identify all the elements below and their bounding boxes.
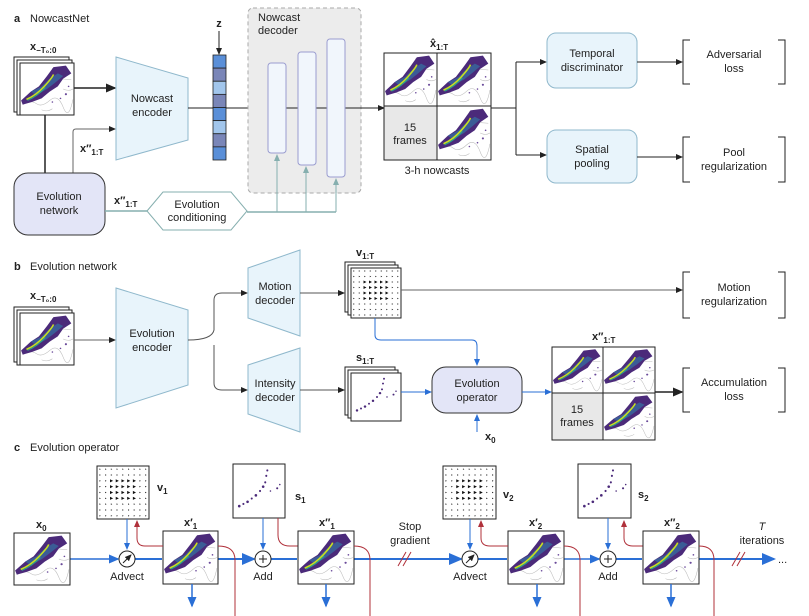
evolution-to-encoder-arrow [72, 126, 116, 173]
panel-a-title: NowcastNet [30, 13, 89, 25]
iterations-break-mark [731, 551, 746, 567]
x0-label-b: x0 [485, 431, 496, 445]
panel-b-letter: b [14, 261, 21, 273]
x1-prime-map [162, 530, 219, 585]
latent-vector-z [212, 54, 227, 161]
z-cell [212, 133, 227, 148]
z-cell [212, 93, 227, 108]
motion-regularization-box [682, 271, 786, 319]
evolution-output-label: x″1:T [80, 143, 104, 157]
evolution-encoder [115, 287, 189, 409]
panel-b-title: Evolution network [30, 261, 117, 273]
temporal-discriminator [546, 32, 638, 89]
x1-double-prime-label: x″1 [319, 517, 335, 531]
nowcast-output-label: x̂1:T [430, 38, 448, 52]
s2-map [577, 463, 632, 519]
evolution-conditioning [146, 191, 248, 231]
z-cell [212, 67, 227, 82]
z-cell [212, 120, 227, 135]
intensity-residual-label: s1:T [356, 352, 374, 366]
motion-decoder [247, 249, 301, 337]
adversarial-loss-box [682, 39, 786, 85]
s1-map [232, 463, 286, 519]
panel-a-letter: a [14, 13, 21, 25]
stop-gradient-mark [397, 551, 412, 567]
z-cell [212, 54, 227, 69]
x2-prime-label: x′2 [529, 517, 543, 531]
spatial-pooling [546, 129, 638, 184]
evolution-operator-box [431, 366, 523, 414]
advect-label-2: Advect [453, 571, 487, 583]
intensity-decoder [247, 347, 301, 433]
ellipsis: ... [778, 554, 787, 566]
input-label: x−T₀:0 [30, 41, 57, 55]
latent-z-label: z [216, 18, 222, 30]
x0-label: x0 [36, 519, 47, 533]
intensity-residual-stack [344, 366, 402, 422]
evolution-network-box [13, 172, 106, 236]
motion-field-label: v1:T [356, 247, 374, 261]
decoder-block-2 [297, 51, 317, 166]
v2-label: v2 [503, 489, 514, 503]
decoder-block-3 [326, 38, 346, 178]
nowcast-encoder [115, 56, 189, 161]
input-radar-stack-b [13, 306, 75, 366]
accumulation-loss-box [682, 367, 786, 413]
x2-double-prime-label: x″2 [664, 517, 680, 531]
v1-label: v1 [157, 482, 168, 496]
panel-c-letter: c [14, 442, 20, 454]
x1-prime-label: x′1 [184, 517, 198, 531]
s1-label: s1 [295, 491, 306, 505]
input-label-b: x−T₀:0 [30, 290, 57, 304]
s2-label: s2 [638, 489, 649, 503]
z-cell [212, 80, 227, 95]
panel-c-title: Evolution operator [30, 442, 120, 454]
add-label-2: Add [598, 571, 618, 583]
evolution-conditioning-input-label: x″1:T [114, 195, 138, 209]
advect-label-1: Advect [110, 571, 144, 583]
z-cell [212, 146, 227, 161]
nowcasts-caption: 3-h nowcasts [405, 165, 470, 177]
input-radar-stack [13, 56, 75, 116]
decoder-block-1 [267, 62, 287, 154]
motion-field-stack [344, 261, 402, 319]
v1-map [96, 465, 150, 520]
pool-regularization-box [682, 136, 786, 183]
x0-map [13, 532, 71, 586]
add-label-1: Add [253, 571, 273, 583]
z-cell [212, 107, 227, 122]
x2-prime-map [507, 530, 565, 585]
evolution-output-label-b: x″1:T [592, 331, 616, 345]
